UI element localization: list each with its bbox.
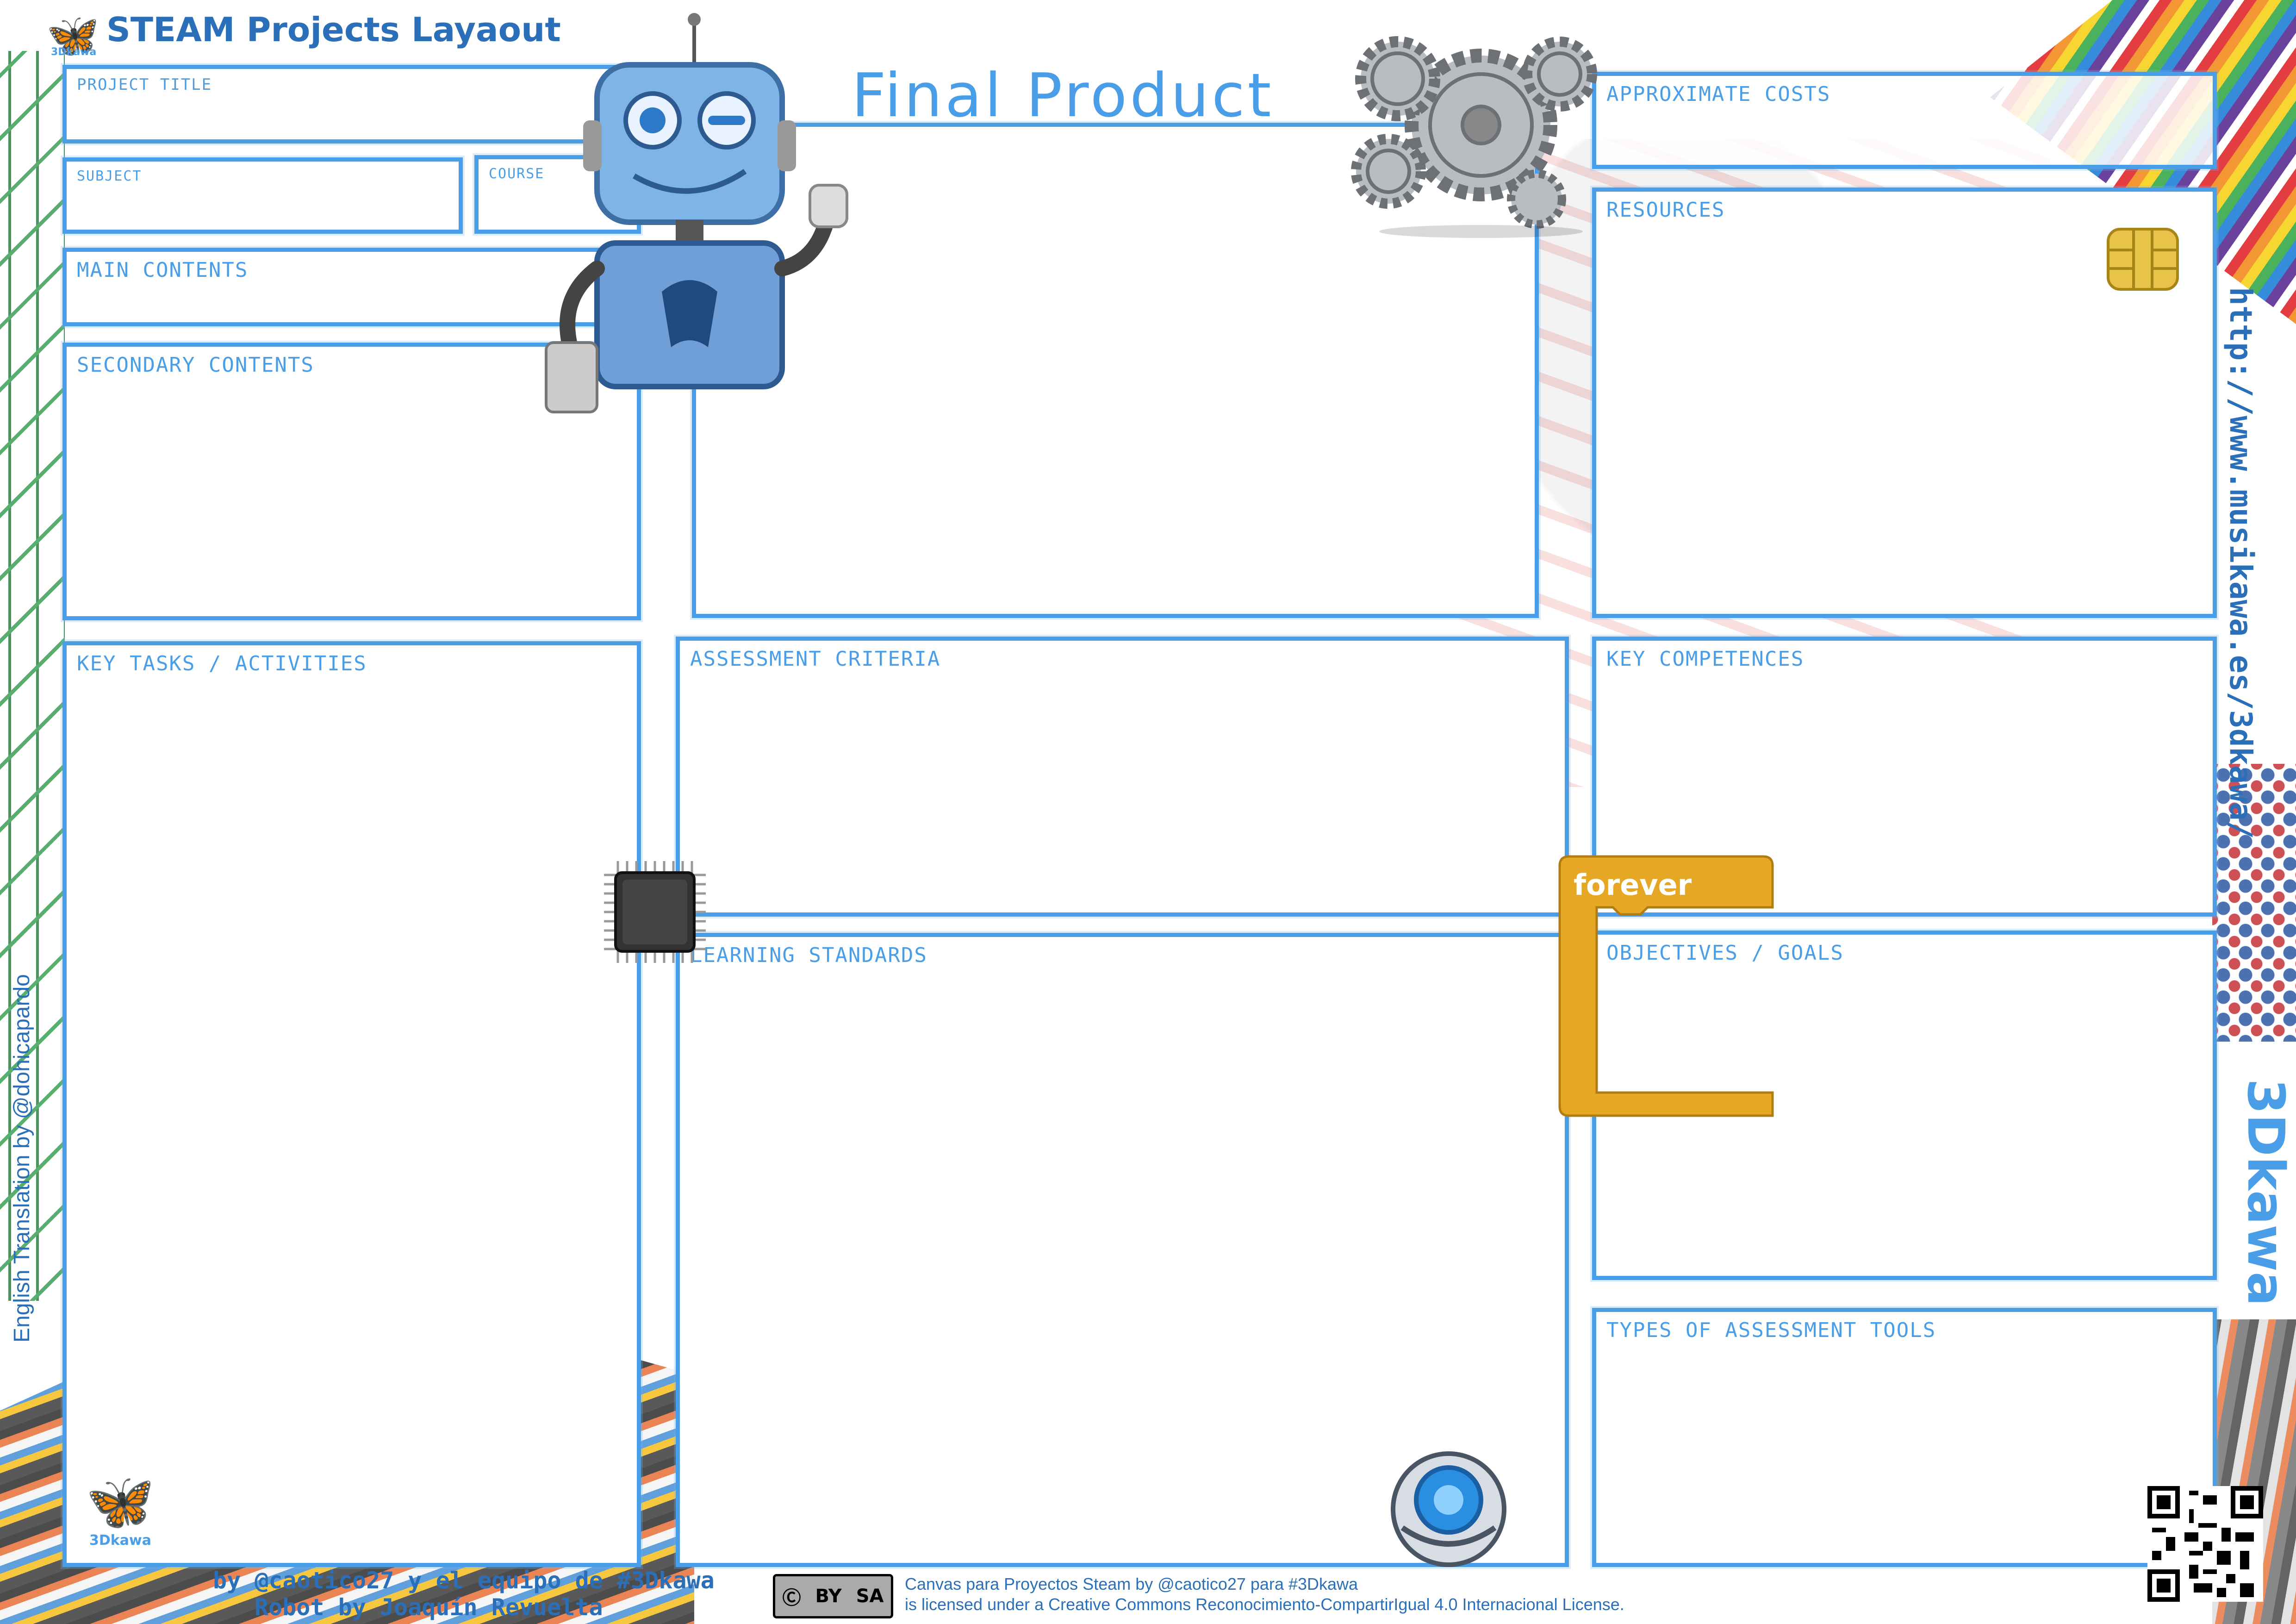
gears-icon (1351, 36, 1597, 238)
logo-caption: 3Dkawa (51, 46, 97, 58)
learning-standards-label: LEARNING STANDARDS (690, 943, 927, 967)
cc-by-label: BY (815, 1586, 842, 1607)
small-logo: 🦋 3Dkawa (74, 1472, 167, 1555)
circuit-board-decoration (0, 51, 65, 1301)
key-tasks-label: KEY TASKS / ACTIVITIES (77, 652, 367, 675)
main-contents-label: MAIN CONTENTS (77, 258, 249, 282)
robot-icon (545, 13, 848, 413)
approximate-costs-label: APPROXIMATE COSTS (1606, 82, 1831, 106)
secondary-contents-box[interactable]: SECONDARY CONTENTS (62, 343, 641, 620)
assessment-tools-box[interactable]: TYPES OF ASSESSMENT TOOLS (1592, 1308, 2217, 1567)
approximate-costs-box[interactable]: APPROXIMATE COSTS (1592, 72, 2217, 169)
key-tasks-box[interactable]: KEY TASKS / ACTIVITIES (62, 641, 641, 1567)
forever-block-shape (1558, 855, 1774, 1117)
resources-label: RESOURCES (1606, 198, 1725, 222)
assessment-criteria-label: ASSESSMENT CRITERIA (690, 647, 941, 671)
small-logo-caption: 3Dkawa (89, 1532, 151, 1549)
credit-line-1: by @caotico27 y el equipo de #3Dkawa (213, 1567, 715, 1594)
license-line-1: Canvas para Proyectos Steam by @caotico2… (905, 1574, 1358, 1593)
butterfly-icon: 🦋 (86, 1470, 155, 1534)
page-title: STEAM Projects Layaout (106, 10, 561, 49)
side-url-link[interactable]: http://www.musikawa.es/3dkawa/ (2223, 287, 2259, 839)
objectives-goals-label: OBJECTIVES / GOALS (1606, 941, 1844, 965)
assessment-tools-label: TYPES OF ASSESSMENT TOOLS (1606, 1318, 1936, 1342)
license-line-2: is licensed under a Creative Commons Rec… (905, 1595, 1624, 1614)
secondary-contents-label: SECONDARY CONTENTS (77, 353, 314, 377)
license-text: Canvas para Proyectos Steam by @caotico2… (905, 1574, 1624, 1615)
subject-box[interactable]: SUBJECT (62, 157, 463, 234)
butterfly-logo-icon: 🦋 (46, 11, 100, 60)
key-competences-label: KEY COMPETENCES (1606, 647, 1804, 671)
sim-chip-icon (2107, 228, 2179, 291)
cpu-chip-icon (604, 861, 706, 963)
cc-icon: Ⓒ (782, 1587, 801, 1609)
forever-label: forever (1574, 868, 1692, 902)
project-title-label: PROJECT TITLE (77, 75, 212, 94)
assessment-criteria-box[interactable]: ASSESSMENT CRITERIA (676, 637, 1569, 917)
credits: by @caotico27 y el equipo de #3Dkawa Rob… (213, 1567, 715, 1621)
main-contents-box[interactable]: MAIN CONTENTS (62, 248, 641, 326)
translation-credit: English Translation by @dohicapardo (10, 974, 34, 1343)
side-brand-text: 3Dkawa (2236, 1079, 2296, 1306)
course-label: COURSE (489, 166, 545, 182)
scratch-forever-block: forever (1555, 852, 1777, 1120)
final-product-title: Final Product (852, 60, 1274, 131)
ball-robot-icon (1391, 1451, 1506, 1567)
credit-line-2: Robot by Joaquín Revuelta (255, 1594, 603, 1621)
cc-sa-label: SA (856, 1586, 884, 1607)
beads-decoration (2212, 764, 2296, 1042)
qr-code-icon (2147, 1486, 2263, 1602)
subject-label: SUBJECT (77, 168, 142, 184)
creative-commons-badge[interactable]: Ⓒ BY SA (773, 1574, 893, 1618)
